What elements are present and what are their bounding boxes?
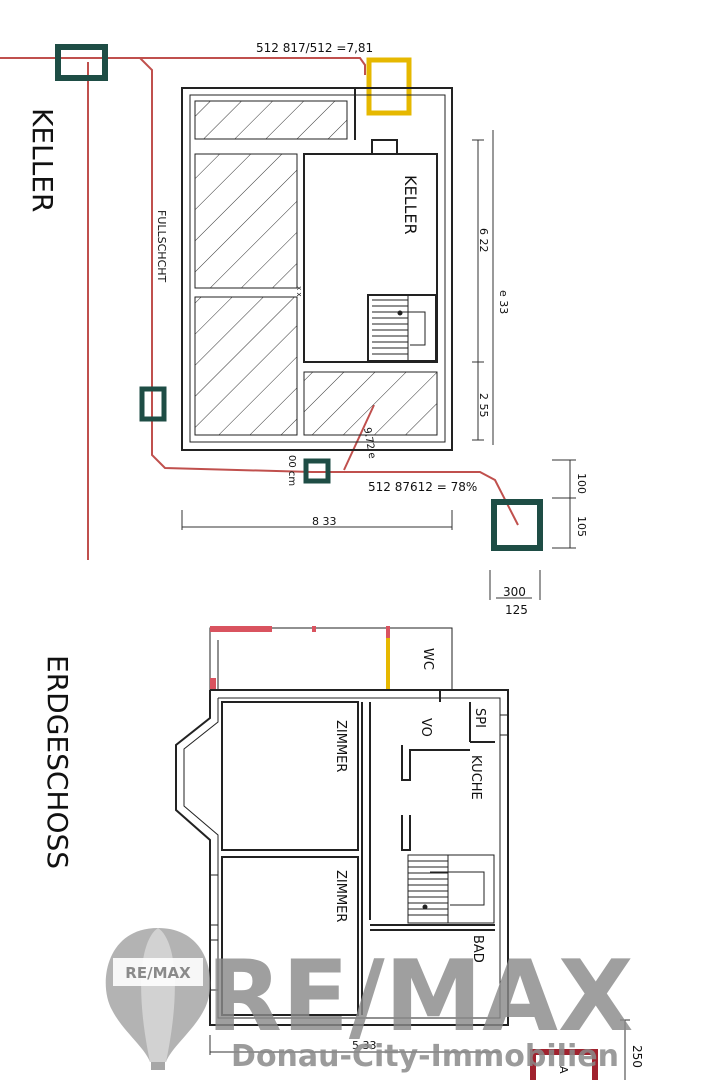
erdgeschoss-title: ERDGESCHOSS xyxy=(41,655,74,869)
annex-red-line-2 xyxy=(312,626,316,632)
annex-red-line-3 xyxy=(386,626,390,638)
remax-brand-text: RE/MAX xyxy=(206,940,633,1054)
remax-watermark: RE/MAX RE/MAX Donau-City-Immobilien xyxy=(105,928,634,1074)
partial-red-box xyxy=(530,1049,598,1085)
pipe-lines xyxy=(0,57,519,560)
dim-right-1: 6 22 xyxy=(477,228,490,253)
shaft-label: FULLSCHCHT xyxy=(155,210,168,283)
remax-balloon-icon xyxy=(105,928,211,1070)
erdgeschoss-stairs xyxy=(407,854,495,924)
erdgeschoss-annex xyxy=(209,627,453,691)
room-spi: SPI xyxy=(472,708,487,728)
hatch-area-mid xyxy=(194,153,298,289)
dim-width: 8 33 xyxy=(312,515,337,528)
dim-125: 125 xyxy=(505,603,528,617)
keller-plan: KELLER xyxy=(0,41,588,617)
marker-box-top-left xyxy=(55,44,108,81)
room-wc: WC xyxy=(420,648,435,670)
keller-walls xyxy=(181,87,453,451)
keller-title: KELLER xyxy=(26,108,59,212)
hatch-area-top xyxy=(194,100,348,140)
small-mark: x x xyxy=(295,286,303,297)
erdgeschoss-plan: ERDGESCHOSS xyxy=(41,626,644,1085)
erdgeschoss-walls xyxy=(175,689,509,1026)
room-vo: VO xyxy=(418,718,433,737)
marker-box-left xyxy=(139,386,167,422)
hatch-area-right xyxy=(303,371,438,436)
formula-top: 512 817/512 =7,81 xyxy=(256,41,373,55)
keller-room-label: KELLER xyxy=(401,175,420,235)
marker-box-yellow xyxy=(366,57,412,116)
room-zimmer-2: ZIMMER xyxy=(333,870,348,922)
annex-red-line-4 xyxy=(210,678,216,690)
room-bad: BAD xyxy=(470,935,485,963)
keller-stairs xyxy=(372,296,426,360)
hatch-area-low xyxy=(194,296,298,436)
room-kuche: KUCHE xyxy=(468,755,483,800)
diag-label: 9.72 e xyxy=(361,427,377,460)
annex-yellow-line xyxy=(386,638,390,690)
room-zimmer-1: ZIMMER xyxy=(333,720,348,772)
annex-red-line-1 xyxy=(210,626,272,632)
dim-300: 300 xyxy=(503,585,526,599)
remax-subtitle: Donau-City-Immobilien xyxy=(231,1039,619,1074)
dim-105: 105 xyxy=(575,516,588,537)
erdgeschoss-windows xyxy=(210,714,508,991)
keller-dimensions xyxy=(181,130,576,600)
dim-bottom: 5 33 xyxy=(352,1039,377,1052)
dim-right-2: 2 55 xyxy=(477,393,490,418)
dim-100: 100 xyxy=(575,473,588,494)
balloon-brand-text: RE/MAX xyxy=(125,964,191,982)
partial-label: A xyxy=(557,1066,570,1074)
marker-box-bottom xyxy=(303,458,331,484)
dim-total: e 33 xyxy=(497,290,510,314)
marker-box-large xyxy=(491,499,543,551)
formula-bottom: 512 87612 = 78% xyxy=(368,480,477,494)
dim-right-250: 250 xyxy=(630,1045,644,1068)
cm-label: 00 cm xyxy=(286,455,297,486)
erdgeschoss-dimensions xyxy=(209,1019,630,1080)
